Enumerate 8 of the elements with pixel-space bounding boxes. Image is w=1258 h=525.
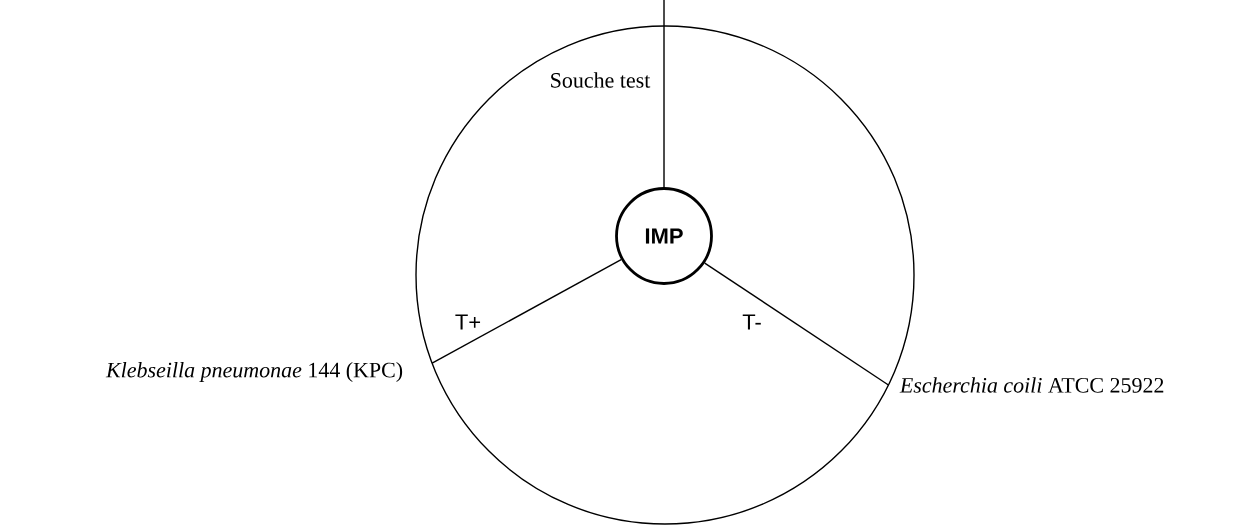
streak-line	[663, 0, 665, 188]
edge-label: T-	[742, 314, 761, 330]
streak-line	[431, 258, 622, 364]
streak-label: Souche test	[551, 72, 651, 88]
edge-label: T+	[455, 314, 481, 330]
strain-label: Escherchia coili ATCC 25922	[899, 377, 1164, 393]
streak-line	[704, 262, 890, 386]
strain-label: Klebseilla pneumonae 144 (KPC)	[105, 362, 403, 382]
